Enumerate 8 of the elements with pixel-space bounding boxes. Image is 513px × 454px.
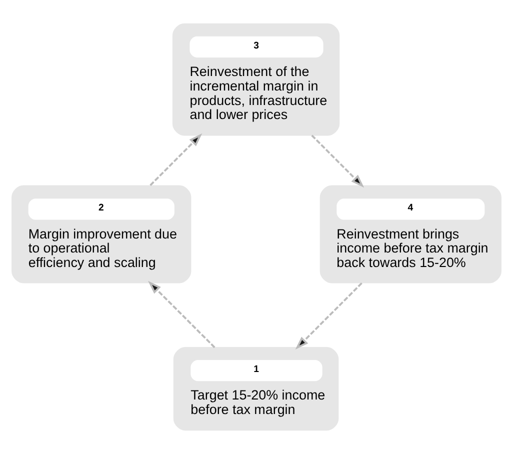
- node-box: 4 Reinvestment brings income before tax margin back towards 15-20%: [320, 185, 502, 284]
- arrow: [148, 280, 216, 348]
- arrow: [150, 133, 202, 186]
- node-box: 1 Target 15-20% income before tax margin: [173, 347, 339, 431]
- node-box: 2 Margin improvement due to operational efficiency and scaling: [12, 185, 192, 284]
- node-box: 3 Reinvestment of the incremental margin in products, infrastructure and lower prices: [172, 23, 340, 136]
- arrow: [295, 282, 362, 350]
- arrow: [311, 134, 364, 188]
